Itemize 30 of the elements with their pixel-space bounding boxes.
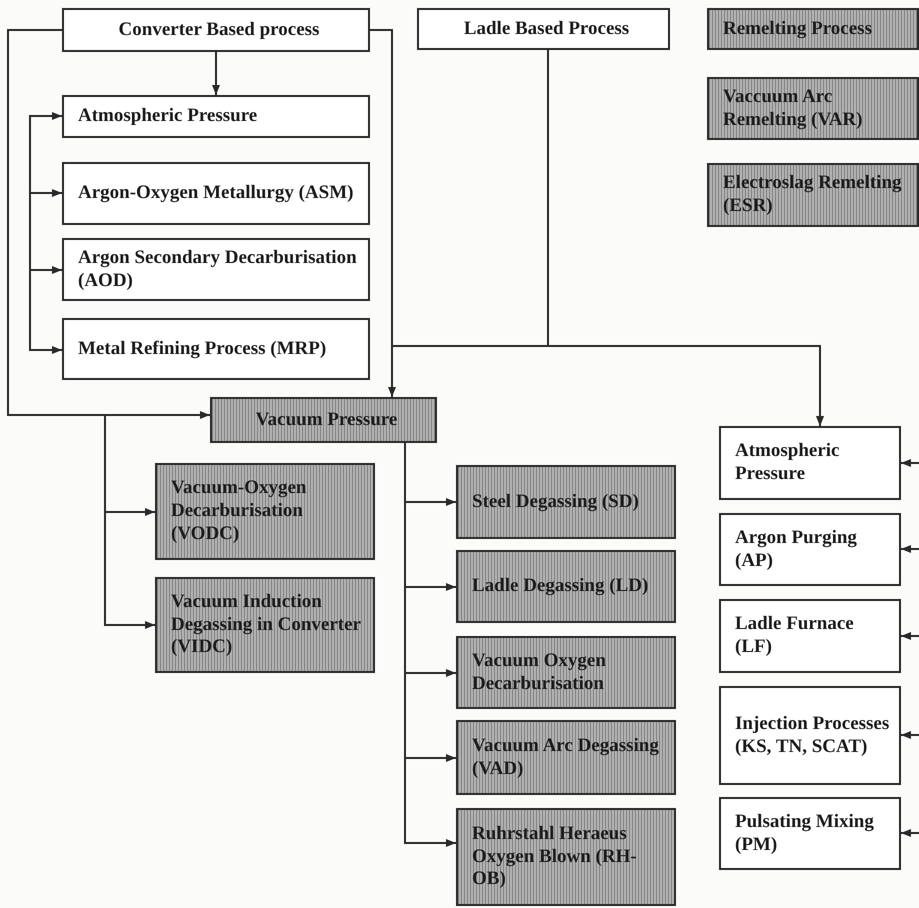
process-box: Converter Based process	[62, 8, 370, 52]
arrow	[901, 829, 919, 837]
process-box: Argon Purging (AP)	[719, 513, 901, 586]
arrow	[901, 731, 919, 739]
arrow	[901, 632, 919, 640]
process-box: Injection Processes (KS, TN, SCAT)	[719, 686, 901, 785]
process-box: Argon-Oxygen Metallurgy (ASM)	[62, 162, 370, 225]
shaded-process-box: Remelting Process	[707, 8, 919, 50]
shaded-process-box: Vacuum Arc Degassing (VAD)	[456, 720, 676, 795]
process-box: Atmospheric Pressure	[719, 426, 901, 500]
shaded-process-box: Ladle Degassing (LD)	[456, 550, 676, 623]
shaded-process-box: Vacuum Oxygen Decarburisation	[456, 636, 676, 709]
process-box: Ladle Based Process	[417, 8, 670, 50]
arrow	[901, 459, 919, 467]
process-box: Ladle Furnace (LF)	[719, 599, 901, 673]
process-box: Atmospheric Pressure	[62, 95, 370, 138]
shaded-process-box: Steel Degassing (SD)	[456, 465, 676, 539]
shaded-process-box: Electroslag Remelting (ESR)	[707, 163, 919, 227]
shaded-process-box: Vacuum Induction Degassing in Converter (VIDC)	[155, 577, 375, 673]
process-box: Argon Secondary Decarburisation (AOD)	[62, 238, 370, 301]
arrow	[901, 545, 919, 553]
arrow	[7, 29, 155, 629]
shaded-process-box: Vacuum-Oxygen Decarburisation (VODC)	[155, 463, 375, 560]
process-box: Metal Refining Process (MRP)	[62, 318, 370, 380]
shaded-process-box: Vaccuum Arc Remelting (VAR)	[707, 77, 919, 140]
arrow	[212, 52, 220, 95]
shaded-process-box: Vacuum Pressure	[210, 397, 437, 443]
process-box: Pulsating Mixing (PM)	[719, 797, 901, 870]
shaded-process-box: Ruhrstahl Heraeus Oxygen Blown (RH-OB)	[456, 808, 676, 906]
arrow	[547, 50, 824, 426]
